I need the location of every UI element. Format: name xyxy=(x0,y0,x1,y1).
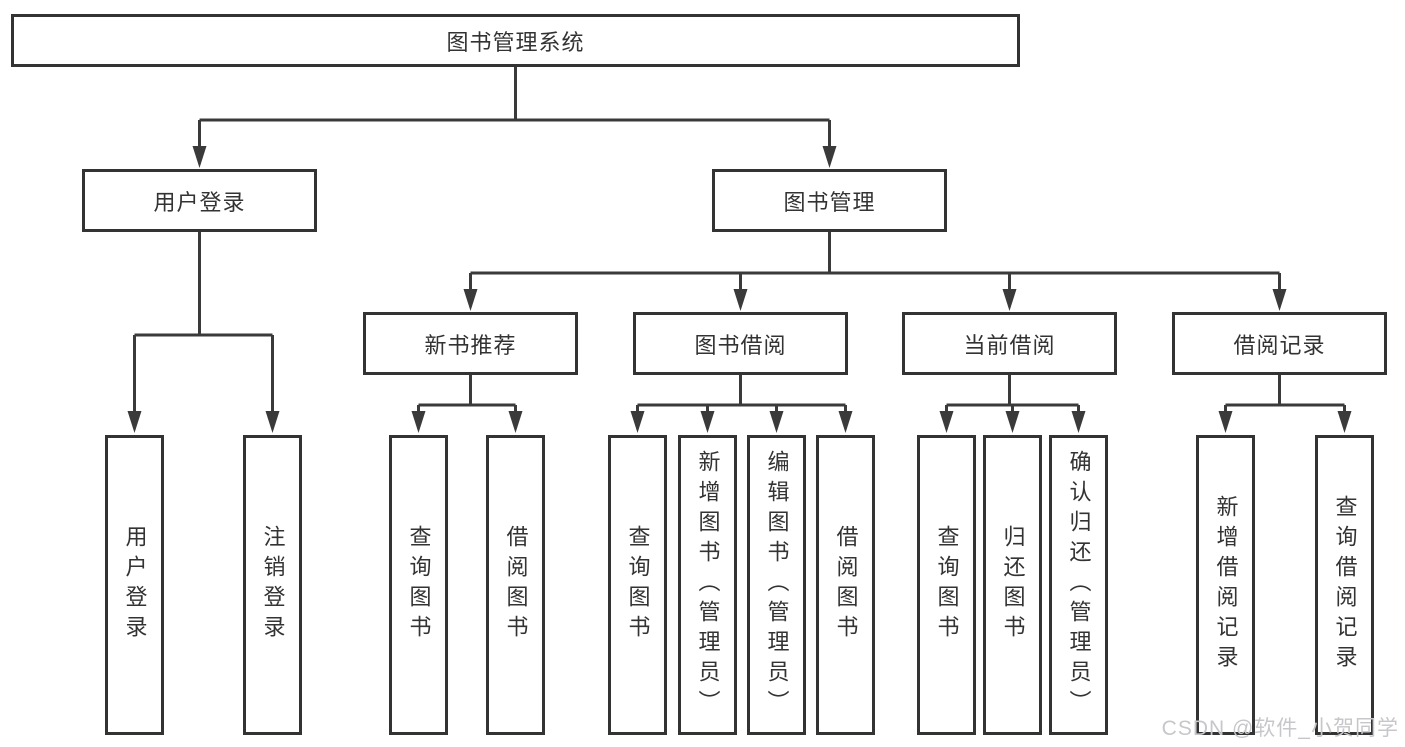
node-current-borrowing: 当前借阅 xyxy=(902,312,1117,375)
node-library-management-system: 图书管理系统 xyxy=(11,14,1020,67)
leaf-label: 新增图书（管理员） xyxy=(695,450,721,720)
leaf-add-books-admin: 新增图书（管理员） xyxy=(678,435,737,735)
leaf-label: 用户登录 xyxy=(122,525,148,645)
leaf-label: 查询图书 xyxy=(625,525,651,645)
node-book-borrowing: 图书借阅 xyxy=(633,312,848,375)
leaf-label: 借阅图书 xyxy=(833,525,859,645)
leaf-logout: 注销登录 xyxy=(243,435,302,735)
node-borrowing-records: 借阅记录 xyxy=(1172,312,1387,375)
leaf-add-borrowing-record: 新增借阅记录 xyxy=(1196,435,1255,735)
leaf-confirm-return-admin: 确认归还（管理员） xyxy=(1049,435,1108,735)
leaf-label: 查询图书 xyxy=(934,525,960,645)
leaf-label: 借阅图书 xyxy=(503,525,529,645)
csdn-watermark: CSDN @软件_小贺同学 xyxy=(1161,717,1399,740)
leaf-label: 归还图书 xyxy=(1000,525,1026,645)
leaf-label: 确认归还（管理员） xyxy=(1066,450,1092,720)
node-user-login: 用户登录 xyxy=(82,169,317,232)
leaf-label: 查询借阅记录 xyxy=(1332,495,1358,675)
leaf-label: 新增借阅记录 xyxy=(1213,495,1239,675)
leaf-query-borrowing-record: 查询借阅记录 xyxy=(1315,435,1374,735)
leaf-borrow-books: 借阅图书 xyxy=(816,435,875,735)
leaf-query-books: 查询图书 xyxy=(389,435,448,735)
leaf-query-books: 查询图书 xyxy=(608,435,667,735)
leaf-edit-books-admin: 编辑图书（管理员） xyxy=(747,435,806,735)
leaf-borrow-books: 借阅图书 xyxy=(486,435,545,735)
node-new-book-recommendation: 新书推荐 xyxy=(363,312,578,375)
leaf-label: 注销登录 xyxy=(260,525,286,645)
leaf-label: 编辑图书（管理员） xyxy=(764,450,790,720)
leaf-return-books: 归还图书 xyxy=(983,435,1042,735)
node-book-management: 图书管理 xyxy=(712,169,947,232)
leaf-user-login: 用户登录 xyxy=(105,435,164,735)
leaf-label: 查询图书 xyxy=(406,525,432,645)
leaf-query-books: 查询图书 xyxy=(917,435,976,735)
